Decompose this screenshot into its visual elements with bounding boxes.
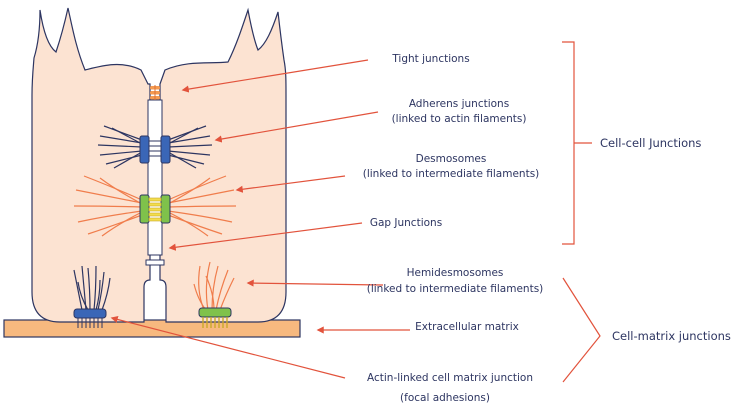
- right-cell: [159, 7, 287, 323]
- focal-adhesion: [73, 308, 107, 319]
- label-extracellular-matrix: Extracellular matrix: [415, 321, 519, 333]
- label-actin-linked-1: Actin-linked cell matrix junction: [367, 372, 533, 384]
- intercellular-gap-small: [145, 259, 165, 266]
- leader-desmosome: [235, 175, 346, 193]
- label-cell-cell-junctions: Cell-cell Junctions: [600, 136, 701, 150]
- label-adherens-2: (linked to actin filaments): [392, 113, 527, 125]
- label-cell-matrix-junctions: Cell-matrix junctions: [612, 329, 731, 343]
- leader-tight: [181, 59, 369, 93]
- label-desmosomes-1: Desmosomes: [416, 153, 487, 165]
- leader-hemi: [246, 279, 384, 287]
- label-hemidesmosomes-1: Hemidesmosomes: [407, 267, 504, 279]
- desmosome-right: [160, 194, 171, 224]
- tight-junction: [150, 85, 160, 100]
- hemidesmosome-filaments: [193, 261, 235, 311]
- hemidesmosome: [198, 307, 232, 318]
- label-hemidesmosomes-2: (linked to intermediate filaments): [367, 283, 544, 295]
- gap-junction-channels: [148, 197, 162, 222]
- leader-adherens: [214, 111, 379, 143]
- adherens-junction-left: [139, 135, 150, 164]
- cell-cell-bracket: [562, 41, 592, 245]
- label-tight-junctions: Tight junctions: [391, 53, 469, 65]
- leader-gap: [168, 222, 363, 251]
- label-actin-linked-2: (focal adhesions): [400, 392, 490, 404]
- intercellular-space: [147, 99, 163, 256]
- label-desmosomes-2: (linked to intermediate filaments): [363, 168, 540, 180]
- actin-filaments: [97, 125, 213, 169]
- label-adherens-1: Adherens junctions: [409, 98, 509, 110]
- adherens-junction-right: [160, 135, 171, 164]
- leader-focal: [110, 315, 346, 379]
- desmosome-left: [139, 194, 150, 224]
- intermediate-filaments: [73, 175, 237, 237]
- left-cell: [31, 7, 151, 323]
- focal-adhesion-filaments: [73, 265, 111, 311]
- cell-matrix-chevron: [562, 277, 601, 383]
- label-gap-junctions: Gap Junctions: [370, 217, 442, 229]
